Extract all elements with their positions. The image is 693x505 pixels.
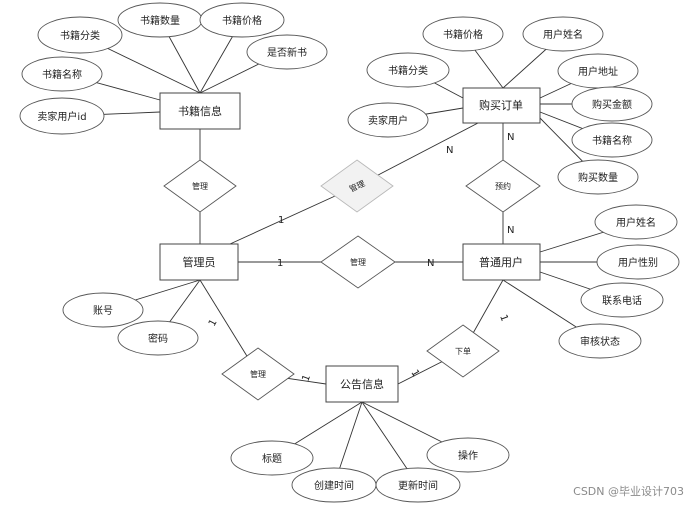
relationship-order-manage[interactable]: 管理: [320, 159, 394, 213]
entity-purchase-order[interactable]: 购买订单: [462, 87, 541, 124]
attr-order-user-name: 用户姓名: [522, 16, 604, 52]
relationship-place-order[interactable]: 下单: [426, 324, 500, 378]
attr-order-amount-label: 购买金额: [592, 98, 632, 111]
attr-order-book-price-label: 书籍价格: [443, 28, 483, 41]
attr-user-gender-label: 用户性别: [618, 256, 658, 269]
card-order-reserve: N: [507, 132, 514, 143]
entity-notice[interactable]: 公告信息: [325, 365, 399, 403]
entity-user-label: 普通用户: [479, 255, 523, 269]
attr-seller-user-id-label: 卖家用户id: [37, 110, 86, 123]
cardinalities: 1 N N N 1 N 1 1 1 1: [207, 132, 515, 383]
attr-notice-action-label: 操作: [458, 449, 478, 462]
entity-book-info[interactable]: 书籍信息: [159, 92, 241, 130]
entity-admin-label: 管理员: [183, 255, 216, 269]
attr-notice-updated-at: 更新时间: [375, 467, 461, 503]
relationships: 管理 管理 预约 管理 管理 下单: [163, 159, 541, 401]
card-reserve-user: N: [507, 225, 514, 236]
attr-order-seller: 卖家用户: [347, 102, 429, 138]
attr-is-new-book-label: 是否新书: [267, 46, 307, 59]
relationship-user-manage[interactable]: 管理: [320, 235, 396, 289]
attr-order-book-price: 书籍价格: [422, 16, 504, 52]
attr-book-quantity: 书籍数量: [117, 2, 203, 38]
attr-user-review-status: 审核状态: [558, 323, 642, 359]
entities: 书籍信息 购买订单 管理员 普通用户 公告信息: [159, 87, 541, 403]
card-user-admin: N: [427, 258, 434, 269]
attr-notice-created-at: 创建时间: [291, 467, 377, 503]
attr-notice-action: 操作: [426, 437, 510, 473]
attr-book-price-label: 书籍价格: [222, 14, 262, 27]
attr-seller-user-id: 卖家用户id: [19, 97, 105, 135]
entity-user[interactable]: 普通用户: [462, 243, 541, 281]
attr-user-name: 用户姓名: [594, 204, 678, 240]
attr-order-book-category: 书籍分类: [366, 52, 450, 88]
attr-admin-account-label: 账号: [93, 305, 113, 317]
attr-is-new-book: 是否新书: [246, 34, 328, 70]
attr-book-price: 书籍价格: [199, 2, 285, 38]
card-user-notice: 1: [497, 313, 510, 323]
attr-order-book-name-label: 书籍名称: [592, 134, 632, 147]
card-order-admin: N: [446, 145, 453, 156]
attr-order-seller-label: 卖家用户: [368, 114, 408, 127]
relationship-user-manage-label: 管理: [350, 257, 366, 267]
relationship-book-manage-label: 管理: [192, 181, 208, 191]
attributes: 书籍分类 书籍数量 书籍价格 是否新书 书籍名称 卖家用户id 书籍价格 用户姓…: [19, 2, 680, 503]
attr-order-user-name-label: 用户姓名: [543, 28, 583, 41]
attr-order-user-address-label: 用户地址: [578, 65, 618, 78]
entity-book-info-label: 书籍信息: [178, 104, 222, 118]
card-admin-notice: 1: [207, 318, 220, 329]
attr-user-gender: 用户性别: [596, 244, 680, 280]
relationship-notice-manage[interactable]: 管理: [221, 347, 295, 401]
attr-admin-account: 账号: [62, 292, 144, 328]
attr-order-amount: 购买金额: [571, 86, 653, 122]
attr-order-quantity: 购买数量: [557, 159, 639, 195]
attr-order-book-category-label: 书籍分类: [388, 64, 428, 77]
entity-notice-label: 公告信息: [340, 377, 384, 391]
attr-user-review-status-label: 审核状态: [580, 335, 620, 348]
attr-book-category-label: 书籍分类: [60, 29, 100, 42]
attr-notice-title: 标题: [230, 440, 314, 476]
attr-notice-updated-at-label: 更新时间: [398, 479, 438, 492]
attr-admin-password-label: 密码: [148, 332, 168, 345]
card-notice-user: 1: [408, 368, 421, 379]
attr-order-book-name: 书籍名称: [571, 122, 653, 158]
attr-book-name: 书籍名称: [21, 56, 103, 92]
card-notice-admin: 1: [300, 373, 313, 383]
attr-user-name-label: 用户姓名: [616, 216, 656, 229]
relationship-place-order-label: 下单: [455, 346, 471, 356]
card-admin-user: 1: [277, 258, 283, 269]
attr-book-category: 书籍分类: [37, 16, 123, 54]
relationship-reserve[interactable]: 预约: [465, 159, 541, 213]
attr-book-quantity-label: 书籍数量: [140, 14, 180, 27]
relationship-reserve-label: 预约: [495, 181, 511, 191]
attr-order-user-address: 用户地址: [557, 53, 639, 89]
relationship-notice-manage-label: 管理: [250, 369, 266, 379]
csdn-watermark: CSDN @毕业设计703: [573, 485, 684, 498]
entity-purchase-order-label: 购买订单: [479, 98, 523, 112]
relationship-book-manage[interactable]: 管理: [163, 159, 237, 213]
attr-notice-title-label: 标题: [262, 453, 282, 465]
attr-user-phone: 联系电话: [580, 282, 664, 318]
attr-user-phone-label: 联系电话: [602, 294, 642, 307]
attr-notice-created-at-label: 创建时间: [314, 479, 354, 492]
attr-book-name-label: 书籍名称: [42, 68, 82, 81]
card-admin-order: 1: [278, 215, 284, 226]
entity-admin[interactable]: 管理员: [159, 243, 239, 281]
attr-order-quantity-label: 购买数量: [578, 171, 618, 184]
attr-admin-password: 密码: [117, 320, 199, 356]
